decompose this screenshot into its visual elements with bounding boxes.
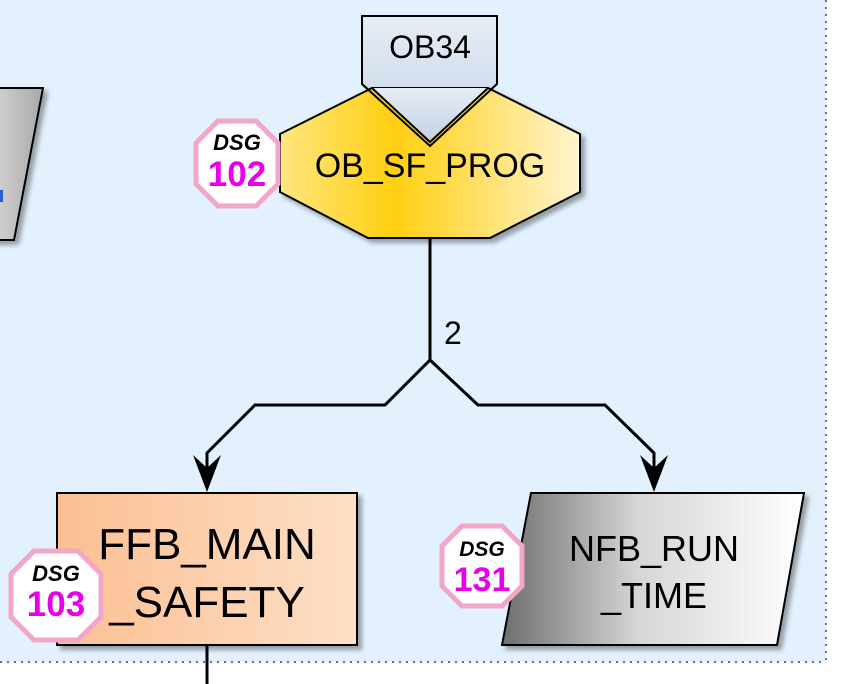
- ffb-label-line2: _SAFETY: [108, 578, 305, 627]
- ob-inner-chevron-stroke: [371, 87, 489, 144]
- ob-sf-prog-block[interactable]: OB_SF_PROG: [279, 83, 581, 239]
- nfb-shape: [500, 492, 806, 646]
- dsg-octagon-102: [193, 118, 281, 209]
- ob-inner-chevron-fill: [372, 88, 488, 140]
- dsg-number-103: 103: [27, 585, 85, 624]
- dsg-octagon-131: [439, 523, 525, 609]
- nfb-run-time-block[interactable]: NFB_RUN _TIME: [500, 492, 806, 646]
- dsg-octagon-103: [8, 548, 104, 643]
- arrowhead-right: [640, 455, 668, 492]
- nfb-label-line2: _TIME: [600, 575, 707, 616]
- ffb-label-line1: FFB_MAIN: [98, 520, 316, 569]
- branch-left: [205, 358, 432, 470]
- ob-label: OB_SF_PROG: [315, 147, 546, 185]
- ob34-label: OB34: [389, 29, 471, 65]
- dsg-badge-131: DSG 131: [439, 523, 525, 609]
- ob-inner-chevron: [361, 83, 498, 148]
- dsg-tag-103: DSG: [32, 561, 80, 586]
- ffb-main-safety-block[interactable]: FFB_MAIN _SAFETY: [56, 492, 358, 646]
- arrowhead-left: [193, 455, 221, 492]
- dsg-number-131: 131: [454, 561, 511, 599]
- connector-lines: [205, 238, 656, 684]
- dsg-number-102: 102: [208, 155, 266, 194]
- dsg-badge-102: DSG 102: [193, 118, 281, 209]
- offscreen-block[interactable]: [0, 87, 45, 241]
- dsg-badge-103: DSG 103: [8, 548, 104, 643]
- dsg-tag-131: DSG: [459, 538, 505, 561]
- ffb-shape: [56, 492, 358, 646]
- offscreen-block-accent: [0, 190, 3, 202]
- branch-right: [428, 358, 656, 470]
- nfb-label-line1: NFB_RUN: [569, 528, 739, 569]
- dsg-tag-102: DSG: [213, 130, 261, 155]
- call-count-label: 2: [444, 315, 462, 351]
